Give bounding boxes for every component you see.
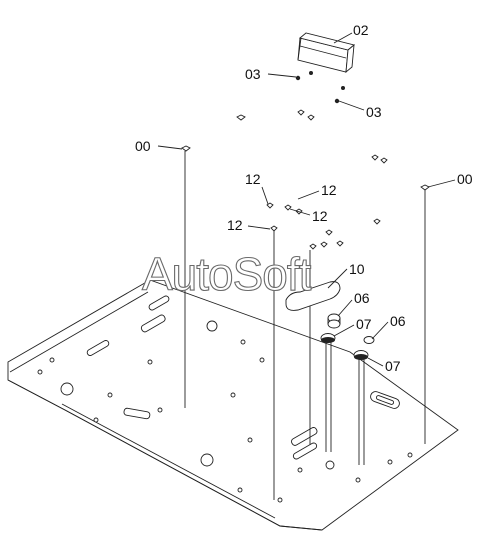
callout-12-d: 12	[227, 217, 243, 233]
watermark: AutoSoft	[142, 248, 312, 300]
leader-lines	[157, 32, 456, 367]
box-bracket	[297, 32, 355, 74]
callout-02: 02	[353, 22, 369, 38]
plate-holes	[37, 320, 413, 503]
callout-03-left: 03	[245, 66, 261, 82]
callout-07-b: 07	[385, 358, 401, 374]
floor-plate	[7, 279, 459, 531]
callout-06-b: 06	[390, 313, 406, 329]
callout-12-a: 12	[245, 171, 261, 187]
rubber-pad	[285, 281, 341, 311]
callout-10: 10	[349, 261, 365, 277]
callout-03-right: 03	[366, 104, 382, 120]
plate-slots	[86, 295, 400, 460]
callout-00-left: 00	[135, 138, 151, 154]
callout-00-right: 00	[457, 171, 473, 187]
callout-07-a: 07	[356, 316, 372, 332]
rods-00	[181, 145, 430, 444]
callout-labels: 02 03 03 00 00 12 12 12 12 10 06 06 07 0…	[135, 22, 473, 374]
callout-06-a: 06	[354, 290, 370, 306]
spacers-and-pins	[320, 313, 375, 465]
rods-12	[266, 202, 311, 500]
small-fasteners	[236, 71, 388, 250]
callout-12-b: 12	[321, 182, 337, 198]
callout-12-c: 12	[312, 208, 328, 224]
